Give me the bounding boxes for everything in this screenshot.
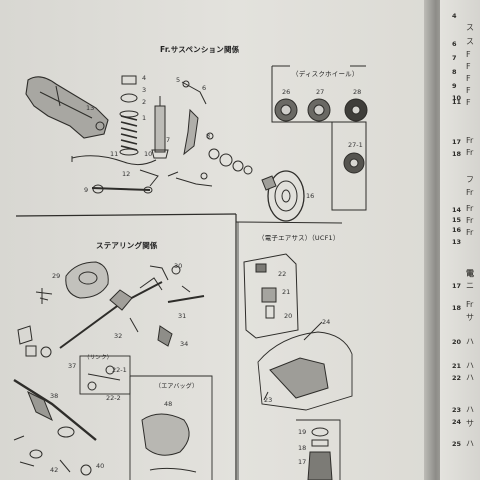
index-text: F	[466, 98, 471, 107]
disc-wheel-title: （ディスクホイール）	[292, 70, 359, 78]
index-number: 25	[452, 440, 462, 448]
parts-diagram-page	[0, 0, 432, 480]
index-text: Fr	[466, 204, 474, 213]
index-number: 22	[452, 374, 462, 382]
linkage-title: （リンク）	[84, 355, 113, 361]
index-text: ス	[466, 37, 474, 46]
callout-5: 5	[176, 76, 181, 84]
index-text: Fr	[466, 136, 474, 145]
callout-42: 42	[50, 466, 59, 474]
callout-20: 20	[284, 312, 293, 320]
callout-4: 4	[142, 74, 147, 82]
callout-22: 22	[278, 270, 287, 278]
callout-30: 30	[174, 262, 183, 270]
index-number: 17	[452, 282, 462, 290]
index-number: 9	[452, 82, 457, 90]
steering-title: ステアリング関係	[96, 241, 158, 250]
callout-6: 6	[202, 84, 207, 92]
callout-38: 38	[50, 392, 59, 400]
index-text: Fr	[466, 148, 474, 157]
callout-23: 23	[264, 396, 273, 404]
callout-28: 28	[353, 88, 362, 96]
index-number: 18	[452, 304, 462, 312]
index-number: 24	[452, 418, 462, 426]
callout-27: 27	[316, 88, 325, 96]
index-text: ニ	[466, 281, 474, 290]
callout-22-1: 22-1	[112, 366, 127, 374]
index-number: 17	[452, 138, 462, 146]
index-number: 20	[452, 338, 462, 346]
callout-9: 9	[84, 186, 89, 194]
index-text: ス	[466, 23, 474, 32]
index-text: F	[466, 86, 471, 95]
index-text: F	[466, 50, 471, 59]
index-number: 11	[452, 98, 462, 106]
index-number: 15	[452, 216, 462, 224]
index-number: 18	[452, 150, 462, 158]
callout-1: 1	[142, 114, 147, 122]
index-text: Fr	[466, 300, 474, 309]
index-page-edge	[440, 0, 480, 480]
index-text: ハ	[466, 373, 474, 382]
callout-13: 13	[86, 104, 95, 112]
index-number: 4	[452, 12, 457, 20]
index-text: Fr	[466, 216, 474, 225]
callout-18: 18	[298, 444, 307, 452]
callout-27-1: 27-1	[348, 141, 363, 149]
index-number: 6	[452, 40, 457, 48]
index-text: ハ	[466, 439, 474, 448]
callout-37: 37	[68, 362, 77, 370]
callout-29: 29	[52, 272, 61, 280]
index-text: サ	[466, 419, 474, 428]
index-text: Fr	[466, 188, 474, 197]
index-number: 7	[452, 54, 457, 62]
callout-2: 2	[142, 98, 147, 106]
callout-24: 24	[322, 318, 331, 326]
index-text: Fr	[466, 228, 474, 237]
callout-3: 3	[142, 86, 147, 94]
index-number: 21	[452, 362, 462, 370]
index-number: 13	[452, 238, 462, 246]
index-text: ハ	[466, 361, 474, 370]
air-suspension-title: （電子エアサス）（UCF1）	[258, 234, 340, 242]
index-number: 8	[452, 68, 457, 76]
callout-21: 21	[282, 288, 291, 296]
callout-34: 34	[180, 340, 189, 348]
callout-7: 7	[166, 136, 171, 144]
index-text: F	[466, 62, 471, 71]
front-suspension-title: Fr.サスペンション関係	[160, 45, 240, 54]
index-number: 23	[452, 406, 462, 414]
callout-22-2: 22-2	[106, 394, 121, 402]
index-number: 10	[452, 94, 462, 102]
callout-10: 10	[144, 150, 153, 158]
callout-17: 17	[298, 458, 307, 466]
index-number: 14	[452, 206, 462, 214]
callout-12: 12	[122, 170, 131, 178]
callout-8: 8	[206, 132, 211, 140]
index-text: ハ	[466, 337, 474, 346]
index-text: サ	[466, 313, 474, 322]
callout-19: 19	[298, 428, 307, 436]
callout-32: 32	[114, 332, 123, 340]
callout-40: 40	[96, 462, 105, 470]
callout-26: 26	[282, 88, 291, 96]
callout-31: 31	[178, 312, 187, 320]
airbag-title: （エアバッグ）	[155, 383, 199, 390]
callout-11: 11	[110, 150, 119, 158]
index-text: 電	[466, 269, 474, 278]
callout-16: 16	[306, 192, 315, 200]
index-text: ハ	[466, 405, 474, 414]
index-text: フ	[466, 175, 474, 184]
index-text: F	[466, 74, 471, 83]
index-number: 16	[452, 226, 462, 234]
callout-48: 48	[164, 400, 173, 408]
